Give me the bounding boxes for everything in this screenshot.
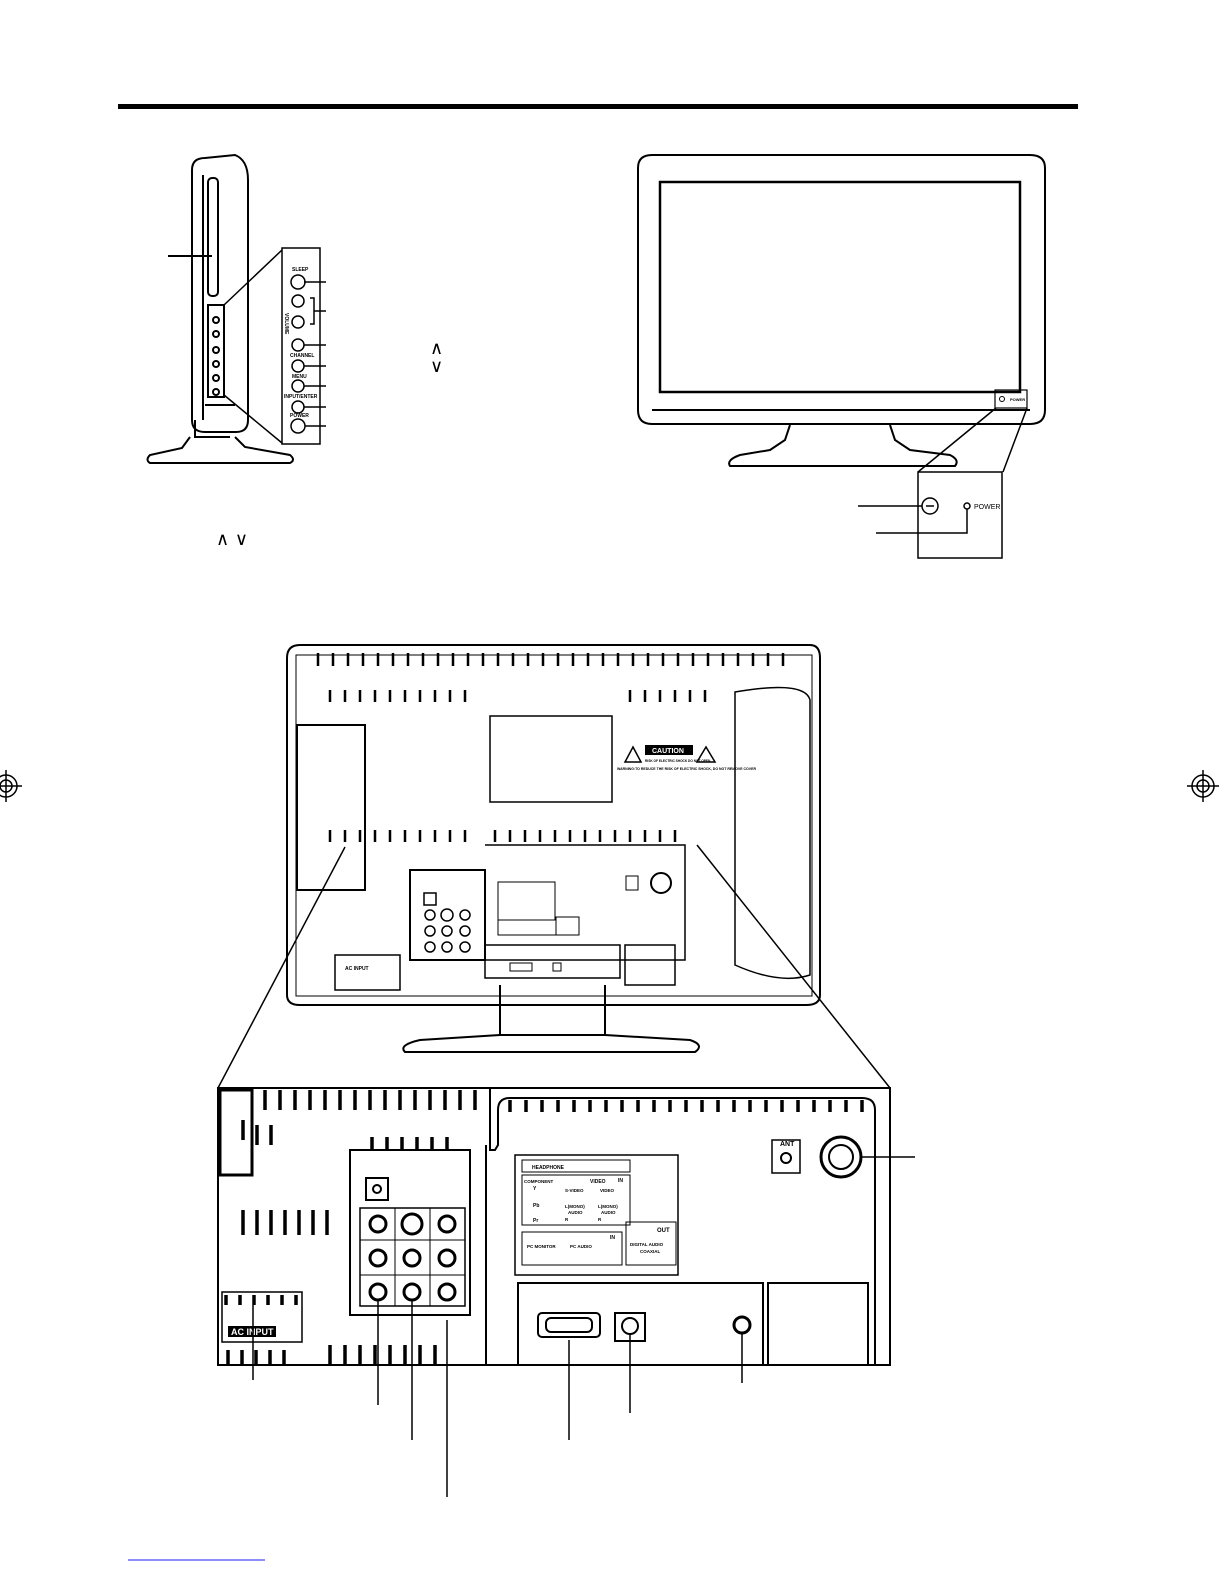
footnote-glyphs: ∧ ∨ — [216, 529, 248, 550]
channel-up-glyph: ∧ — [430, 338, 443, 359]
front-power-tiny-label: POWER — [1010, 397, 1025, 402]
tv-side-view — [146, 153, 294, 464]
tv-front-view — [637, 154, 1046, 467]
volume-button-label: VOLUME — [283, 313, 289, 335]
pr-label: Pr — [533, 1218, 538, 1224]
in-label-1: IN — [618, 1178, 623, 1184]
channel-down-glyph: ∨ — [430, 356, 443, 377]
audio-label-1: AUDIO — [568, 1210, 583, 1215]
component-label: COMPONENT — [524, 1179, 554, 1184]
caution-title: CAUTION — [652, 748, 684, 755]
s-video-label: S-VIDEO — [565, 1188, 584, 1193]
rear-warning-block: CAUTION RISK OF ELECTRIC SHOCK DO NOT OP… — [617, 745, 756, 771]
l-mono-label-2: L(MONO) — [598, 1204, 618, 1209]
side-zoom-lines — [223, 249, 283, 444]
sleep-button-label: SLEEP — [292, 267, 309, 273]
in-label-2: IN — [610, 1235, 615, 1241]
power-button-label: POWER — [290, 413, 309, 419]
tv-rear-view — [286, 644, 821, 1053]
l-mono-label-1: L(MONO) — [565, 1204, 585, 1209]
side-button-panel: SLEEP VOLUME CHANNEL MENU INPUT/ENTER PO… — [281, 247, 326, 445]
header-rule — [118, 104, 1078, 109]
r-label-2: R — [598, 1217, 602, 1222]
channel-button-label: CHANNEL — [290, 353, 314, 359]
power-indicator-label: POWER — [974, 504, 1000, 511]
rear-ac-input-small: AC INPUT — [345, 966, 369, 972]
pc-audio-label: PC AUDIO — [570, 1244, 592, 1249]
rear-small-jacks — [423, 892, 471, 953]
digital-audio-label: DIGITAL AUDIO — [630, 1242, 664, 1247]
callout-lines — [252, 1156, 915, 1497]
out-label: OUT — [657, 1228, 670, 1234]
menu-button-label: MENU — [292, 374, 307, 380]
video-label: VIDEO — [590, 1179, 606, 1185]
audio-label-2: AUDIO — [601, 1210, 616, 1215]
y-label: Y — [533, 1186, 537, 1192]
input-enter-button-label: INPUT/ENTER — [284, 394, 318, 400]
pc-monitor-label: PC MONITOR — [527, 1244, 556, 1249]
caution-body: RISK OF ELECTRIC SHOCK DO NOT OPEN — [645, 759, 711, 763]
coaxial-label: COAXIAL — [640, 1249, 661, 1254]
terminal-panel: AC INPUT ANT HEADPHONE COMPONENT VIDEO I… — [217, 1087, 891, 1366]
front-zoom-lines — [917, 407, 1028, 473]
headphone-label: HEADPHONE — [532, 1165, 565, 1171]
pb-label: Pb — [533, 1203, 539, 1209]
rear-zoom-lines — [217, 844, 891, 1089]
front-power-detail: POWER — [858, 471, 1003, 559]
registration-mark-right — [1187, 770, 1219, 802]
registration-mark-left — [0, 770, 22, 802]
ant-label: ANT — [780, 1141, 795, 1148]
warning-text: WARNING:TO REDUCE THE RISK OF ELECTRIC S… — [617, 767, 756, 771]
video-jack-label: VIDEO — [600, 1188, 615, 1193]
rear-vents — [316, 653, 785, 842]
r-label-1: R — [565, 1217, 569, 1222]
terminal-vents — [224, 1090, 864, 1365]
